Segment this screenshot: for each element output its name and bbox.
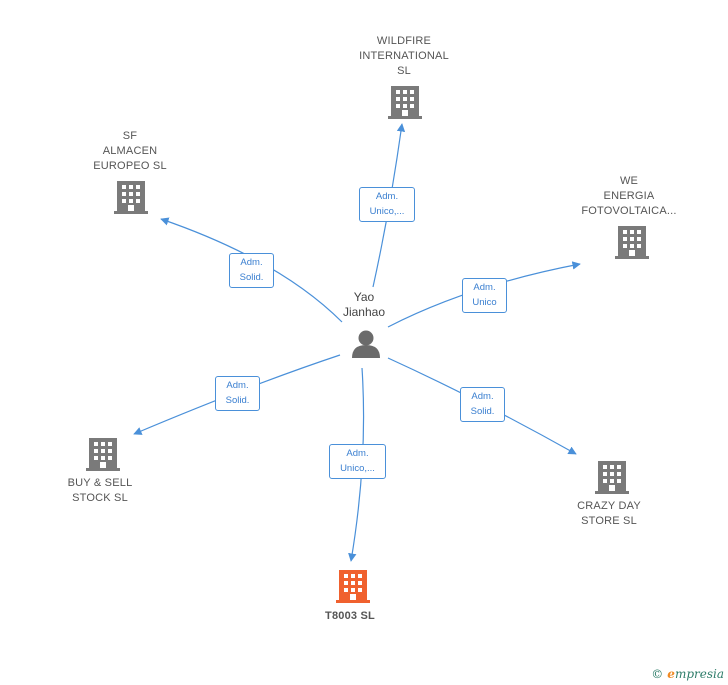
relation-label-crazy[interactable]: Adm. Solid. (460, 387, 505, 422)
building-icon[interactable] (114, 181, 148, 214)
company-label-wildfire[interactable]: WILDFIRE INTERNATIONAL SL (359, 35, 449, 77)
building-icon[interactable] (595, 461, 629, 494)
company-label-we[interactable]: WE ENERGIA FOTOVOLTAICA... (581, 175, 677, 217)
relation-label-we[interactable]: Adm. Unico (462, 278, 507, 313)
copyright-symbol: © (651, 667, 664, 681)
company-label-buy[interactable]: BUY & SELL STOCK SL (67, 477, 133, 504)
company-label-sf[interactable]: SF ALMACEN EUROPEO SL (93, 130, 167, 172)
person-icon[interactable] (352, 330, 380, 359)
building-icon[interactable] (86, 438, 120, 471)
building-icon[interactable] (388, 86, 422, 119)
company-label-t8003[interactable]: T8003 SL (325, 610, 375, 622)
relation-label-buy[interactable]: Adm. Solid. (215, 376, 260, 411)
relation-label-wildfire[interactable]: Adm. Unico,... (359, 187, 415, 222)
building-icon-focus[interactable] (336, 570, 370, 603)
brand-watermark: ©empresia (651, 667, 724, 681)
building-icon[interactable] (615, 226, 649, 259)
person-name[interactable]: Yao Jianhao (342, 290, 386, 319)
company-label-crazy[interactable]: CRAZY DAY STORE SL (577, 500, 641, 527)
relation-label-sf[interactable]: Adm. Solid. (229, 253, 274, 288)
relation-label-t8003[interactable]: Adm. Unico,... (329, 444, 386, 479)
brand-initial: e (667, 667, 675, 681)
brand-name: mpresia (674, 667, 724, 681)
